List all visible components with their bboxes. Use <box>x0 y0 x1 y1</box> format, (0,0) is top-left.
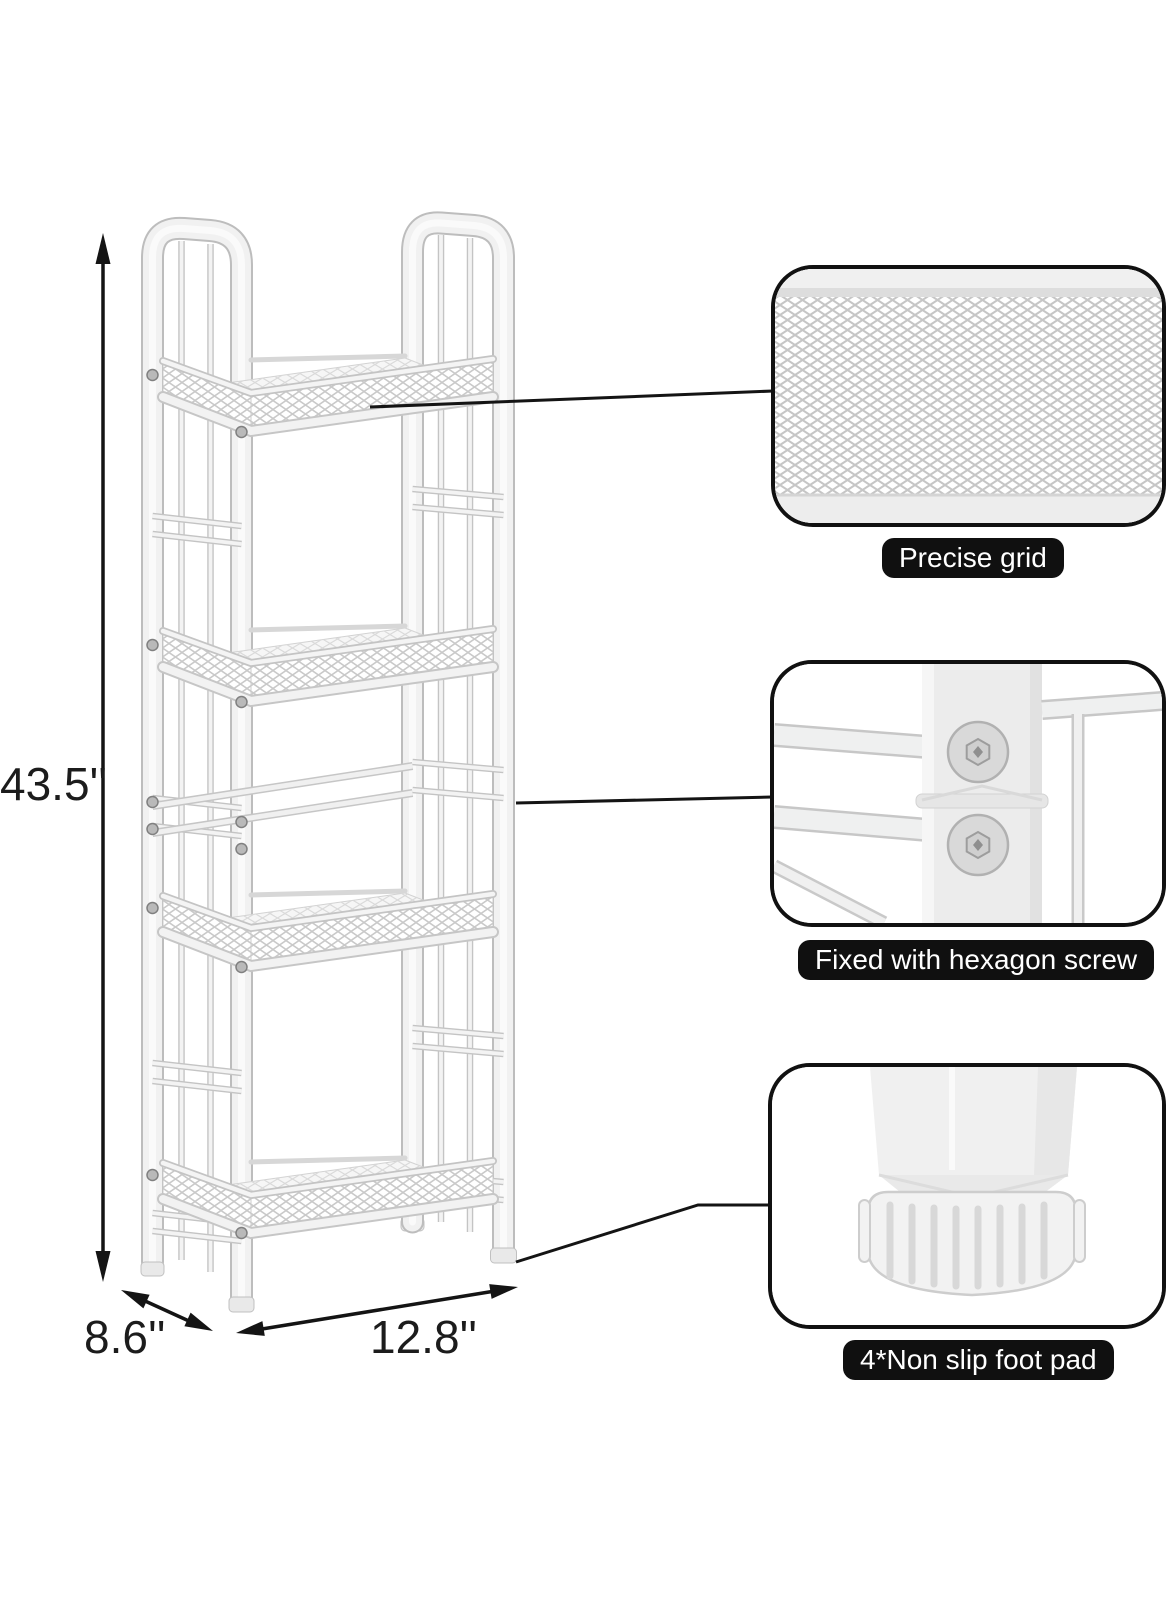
foot-pad-front-left <box>228 1296 255 1313</box>
depth-dimension-arrow <box>121 1290 213 1331</box>
hexagon-screw-top <box>946 720 1010 784</box>
leader-line-grid <box>369 389 774 409</box>
foot-pads <box>140 1247 517 1313</box>
hexagon-screw-bottom <box>946 813 1010 877</box>
frame-screws <box>146 368 248 1240</box>
callout-box-screw <box>770 660 1166 927</box>
shelf-unit <box>140 211 517 1313</box>
shelf-2 <box>157 623 499 708</box>
callout-label-screw: Fixed with hexagon screw <box>798 940 1155 980</box>
callout-label-grid: Precise grid <box>882 538 1064 578</box>
shelf-4 <box>157 1155 499 1240</box>
foot-ribs <box>886 1201 1048 1290</box>
callout-box-grid <box>771 265 1166 527</box>
leader-line-foot <box>515 1203 770 1264</box>
foot-closeup <box>772 1067 1162 1325</box>
callout-box-foot <box>768 1063 1166 1329</box>
foot-pad-front-right <box>490 1247 517 1264</box>
foot-pad-rear-left <box>140 1261 165 1277</box>
height-dimension-arrow <box>95 233 111 1282</box>
left-frame-horizontal-bars <box>152 512 242 1245</box>
mesh-closeup <box>775 269 1162 523</box>
width-dimension-arrow <box>236 1284 518 1336</box>
right-frame-horizontal-bars <box>412 485 504 1204</box>
callout-label-foot: 4*Non slip foot pad <box>843 1340 1114 1380</box>
shelf-1 <box>157 353 499 438</box>
cross-rails <box>151 762 414 837</box>
screw-closeup <box>774 664 1162 923</box>
shelf-3 <box>157 888 499 973</box>
width-dimension-label: 12.8'' <box>370 1311 478 1363</box>
height-dimension-label: 43.5'' <box>0 758 108 810</box>
leader-line-screw <box>515 795 773 805</box>
depth-dimension-label: 8.6'' <box>84 1311 166 1363</box>
